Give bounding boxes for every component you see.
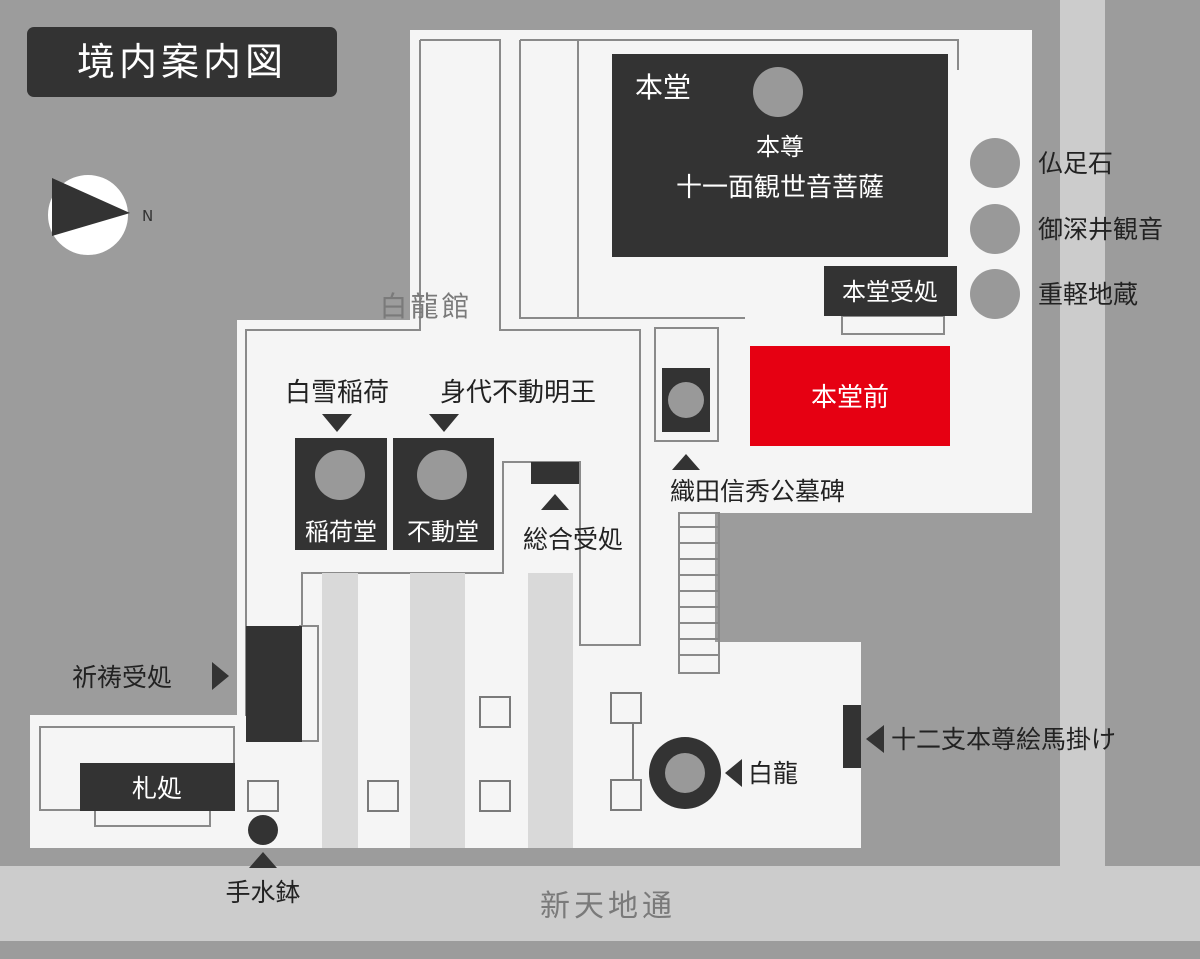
title-box: 境内案内図	[27, 27, 337, 97]
hondo-reception: 本堂受処	[824, 266, 957, 316]
lantern-bases	[247, 692, 642, 812]
migawari-fudo-label: 身代不動明王	[440, 378, 596, 408]
up-arrow-icon	[672, 454, 700, 470]
oda-grave: 織田信秀公墓碑	[662, 368, 845, 506]
walkway-stripes	[322, 573, 573, 848]
gravestone-icon	[668, 382, 704, 418]
fuda-dokoro-label: 札処	[132, 774, 182, 803]
honzon-statue-icon	[753, 67, 803, 117]
inari-do-label: 稲荷堂	[305, 518, 377, 546]
lantern-base	[247, 780, 279, 812]
oda-grave-label: 織田信秀公墓碑	[670, 477, 845, 506]
compass: N	[46, 173, 153, 257]
ema-label: 十二支本尊絵馬掛け	[891, 725, 1116, 754]
up-arrow-icon	[249, 852, 277, 868]
bussokuseki-icon	[970, 138, 1020, 188]
shirayuki-inari-label: 白雪稲荷	[285, 378, 389, 408]
north-arrow-icon	[52, 178, 130, 236]
down-arrow-icon	[322, 414, 352, 432]
lantern-base	[610, 692, 642, 724]
water-basin-icon	[248, 815, 278, 845]
down-arrow-icon	[429, 414, 459, 432]
side-item-label: 御深井観音	[1038, 215, 1163, 244]
lantern-base	[479, 696, 511, 728]
compass-label: N	[142, 207, 153, 225]
side-item-label: 重軽地蔵	[1038, 280, 1138, 309]
hondo-mae-label: 本堂前	[811, 383, 889, 413]
side-items: 仏足石 御深井観音 重軽地蔵	[970, 138, 1163, 319]
left-arrow-icon	[725, 759, 742, 787]
up-arrow-icon	[541, 494, 569, 510]
general-reception: 総合受処	[523, 462, 623, 554]
hondo-name: 本堂	[635, 71, 691, 104]
side-road	[1060, 0, 1105, 866]
ofukei-kannon-icon	[970, 204, 1020, 254]
hondo-mae-highlight: 本堂前	[750, 346, 950, 446]
lantern-base	[479, 780, 511, 812]
honzon-name: 十一面観世音菩薩	[676, 173, 884, 203]
inari-statue-icon	[315, 450, 365, 500]
hakuryu-label: 白龍	[748, 759, 798, 788]
side-item-label: 仏足石	[1038, 149, 1113, 178]
street	[0, 866, 1200, 941]
dragon-statue-icon	[665, 753, 705, 793]
omokaru-jizo-icon	[970, 269, 1020, 319]
chozubachi: 手水鉢	[225, 815, 301, 907]
lantern-base	[610, 779, 642, 811]
hakuryu: 白龍	[649, 737, 798, 809]
general-reception-label: 総合受処	[523, 525, 623, 554]
fuda-dokoro: 札処	[80, 763, 235, 811]
fudo-statue-icon	[417, 450, 467, 500]
street-name: 新天地通	[540, 889, 676, 924]
prayer-reception-label: 祈祷受処	[72, 663, 172, 692]
map-title: 境内案内図	[77, 40, 287, 84]
right-arrow-icon	[212, 662, 229, 690]
left-arrow-icon	[866, 725, 884, 753]
chozubachi-label: 手水鉢	[225, 878, 300, 907]
inari-do-building: 稲荷堂	[295, 438, 387, 550]
fudo-do-label: 不動堂	[407, 518, 479, 546]
honzon-label: 本尊	[756, 133, 804, 161]
prayer-reception: 祈祷受処	[72, 626, 302, 742]
hondo-building: 本堂 本尊 十一面観世音菩薩	[612, 54, 948, 257]
staircase	[678, 512, 720, 674]
fudo-do-building: 不動堂	[393, 438, 494, 550]
hakuryukan-label: 白龍館	[379, 290, 472, 323]
lantern-base	[367, 780, 399, 812]
hondo-reception-label: 本堂受処	[842, 278, 938, 306]
ema-hanging: 十二支本尊絵馬掛け	[843, 705, 1116, 768]
